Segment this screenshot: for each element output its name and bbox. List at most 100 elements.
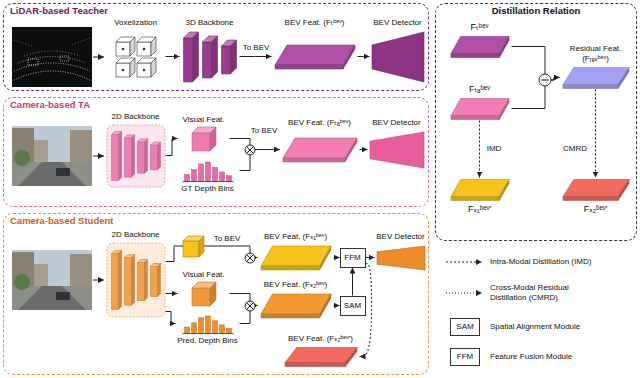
backbone-block (183, 38, 192, 82)
feature-block: Residual Feat. (Fᵣₑₛᵇᵉᵛ) (560, 44, 632, 90)
feature-shape (560, 66, 632, 90)
feature-block: BEV Detector (370, 18, 426, 84)
lidar-car (60, 56, 69, 61)
feature-shape (280, 130, 360, 170)
panel-heading: Camera-based TA (10, 99, 422, 111)
voxel-cube (130, 37, 135, 56)
feature-slab (285, 362, 345, 366)
feature-slab (563, 84, 618, 88)
feature-cube (210, 127, 216, 151)
feature-slab (283, 158, 345, 162)
feature-slab (345, 138, 357, 162)
legend-text: Cross-Modal Residual Distillation (CMRD) (490, 283, 590, 303)
section-panel: Distillation RelationFₜᵇᵉᵛFₜₐᵇᵉᵛResidual… (435, 3, 637, 241)
road (18, 286, 86, 310)
feature-shape (180, 30, 240, 84)
legend-text: Intra-Modal Distillation (IMD) (490, 257, 635, 267)
connector-arrow (366, 257, 375, 258)
symbol-cross (247, 303, 254, 310)
depth-bin-bar (184, 327, 189, 333)
backbone-ground (107, 125, 165, 187)
feature-block: BEV Feat. (Fₜᵇᵉᵛ) (272, 18, 358, 84)
feature-slab (319, 294, 330, 318)
feature-block: BEV Feat. (Fₛ₂ᵇᵉᵛ′) (282, 334, 360, 368)
backbone-bar (111, 134, 118, 180)
input-arrow (93, 280, 104, 281)
minus-symbol (539, 74, 551, 86)
feature-slab (563, 67, 629, 84)
depth-bin-bar (191, 322, 196, 332)
road (18, 162, 86, 186)
symbol-minus (542, 79, 549, 80)
voxel-point (121, 47, 124, 50)
module-box: SAM (450, 318, 480, 336)
feature-block: Fₛ₁ᵇᵉᵛ′ (448, 178, 512, 215)
feature-shape (368, 130, 426, 170)
backbone-bar (144, 259, 147, 300)
module-label: FFM (457, 352, 473, 362)
block-label: 2D Backbone (106, 230, 166, 240)
backbone-bar (150, 266, 157, 296)
backbone-bar (124, 257, 131, 305)
feature-slab (319, 246, 330, 270)
feature-slab (563, 196, 618, 200)
input-arrow (93, 156, 104, 157)
feature-block: 2D Backbone (106, 112, 166, 188)
feature-block: BEV Feat. (Fₛ₂ᵇᵉᵛ) (258, 280, 334, 320)
legend-dotted-arrow (446, 262, 482, 263)
backbone-ground (107, 243, 165, 317)
section-panel: LiDAR-based TeacherVoxelization3D Backbo… (3, 3, 429, 91)
sky (12, 126, 92, 186)
block-label: BEV Feat. (Fₛ₂ᵇᵉᵛ′) (282, 334, 360, 344)
feature-block: Visual Feat. (178, 115, 230, 151)
block-label: Visual Feat. (178, 115, 230, 125)
depth-bin-bar (212, 167, 217, 181)
feature-slab (499, 36, 509, 57)
block-label: BEV Feat. (Fₛ₂ᵇᵉᵛ) (258, 280, 334, 290)
connector-arrow (360, 149, 368, 150)
voxel-cube (137, 42, 151, 56)
feature-slab (261, 246, 331, 266)
panel-heading: LiDAR-based Teacher (10, 5, 422, 17)
car (56, 292, 70, 300)
camera-image (12, 126, 92, 186)
module-label: FFM (344, 253, 360, 263)
block-label: 2D Backbone (106, 112, 166, 122)
feature-slab (499, 179, 509, 200)
feature-block: 3D Backbone (180, 18, 240, 84)
feature-slab (499, 98, 509, 119)
depth-bin-bar (205, 162, 210, 181)
backbone-bar (137, 141, 144, 172)
building (70, 130, 92, 166)
block-label: Fₛ₂ᵇᵉᵛ′ (560, 204, 632, 215)
lidar-car (28, 59, 38, 65)
depth-bin-bar (198, 163, 203, 180)
backbone-block (202, 42, 211, 78)
voxel-cube (137, 63, 151, 77)
feature-slab (451, 36, 509, 53)
voxel-point (142, 47, 145, 50)
connector-arrow (166, 246, 258, 262)
connector-arrow (166, 312, 176, 324)
depth-bin-bar (226, 175, 231, 180)
feature-shape (176, 314, 240, 334)
detector-head (370, 132, 424, 168)
connector-arrow (166, 139, 178, 156)
feature-shape (375, 244, 427, 272)
block-label: Pred. Depth Bins (176, 336, 240, 346)
feature-shape (178, 282, 230, 306)
feature-slab (275, 45, 355, 65)
feature-slab (451, 115, 499, 119)
block-label: BEV Detector (368, 118, 426, 128)
edge-label: CMRD (562, 144, 588, 154)
voxel-cube (151, 37, 156, 56)
connector-arrow (166, 293, 178, 294)
input-arrow (93, 57, 104, 58)
lidar-background (12, 27, 92, 87)
backbone-block (221, 46, 230, 74)
panel-heading: Camera-based Student (10, 215, 422, 227)
backbone-bar (137, 262, 144, 300)
feature-block: BEV Feat. (Fₛ₁ᵇᵉᵛ) (258, 232, 334, 272)
legend-text: Spatial Alignment Module (490, 322, 635, 332)
feature-slab (451, 53, 499, 57)
